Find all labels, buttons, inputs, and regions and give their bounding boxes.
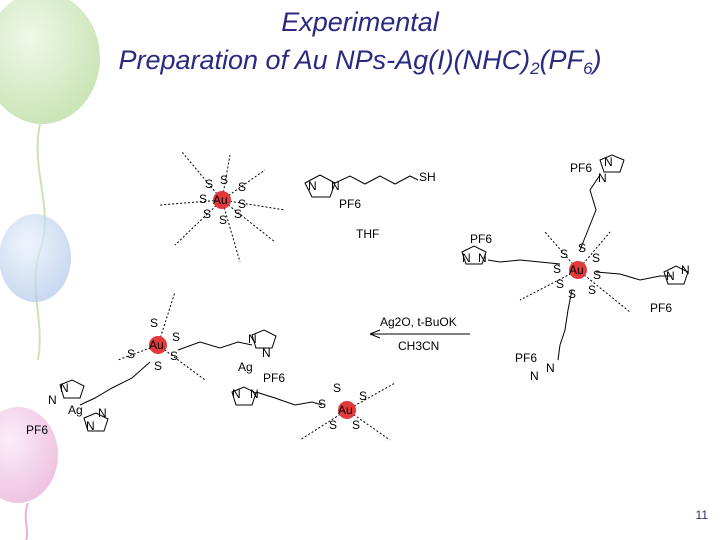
n-label: N (86, 419, 95, 433)
s-label: S (127, 347, 135, 361)
pf6-label: PF6 (650, 301, 672, 315)
n-label: N (331, 179, 340, 193)
title-subscript-6: 6 (583, 59, 593, 78)
s-label: S (205, 177, 213, 191)
slide-subtitle: Preparation of Au NPs-Ag(I)(NHC)2(PF6) (0, 44, 720, 78)
solvent-ch3cn: CH3CN (398, 339, 439, 353)
au-atom-icon (213, 191, 231, 209)
n-label: N (530, 369, 539, 383)
ag-label: Ag (68, 403, 83, 417)
reagent-ag2o-tbuok: Ag2O, t-BuOK (380, 315, 457, 329)
pf6-label: PF6 (515, 351, 537, 365)
n-label: N (248, 332, 257, 346)
pf6-label: PF6 (263, 371, 285, 385)
s-label: S (352, 418, 360, 432)
s-label: S (560, 247, 568, 261)
s-label: S (203, 207, 211, 221)
title-mid: (PF (539, 45, 584, 75)
pf6-label: PF6 (470, 232, 492, 246)
pf6-label: PF6 (570, 161, 592, 175)
n-label: N (604, 155, 613, 169)
title-subscript-2: 2 (530, 59, 540, 78)
s-label: S (170, 349, 178, 363)
s-label: S (556, 277, 564, 291)
s-label: S (234, 207, 242, 221)
title-end: ) (592, 45, 602, 75)
au-atom-icon (569, 261, 587, 279)
n-label: N (681, 263, 690, 277)
s-label: S (578, 241, 586, 255)
s-label: S (238, 197, 246, 211)
n-label: N (666, 269, 675, 283)
s-label: S (592, 251, 600, 265)
ag-label: Ag (238, 360, 253, 374)
s-label: S (553, 262, 561, 276)
pf6-label: PF6 (339, 197, 361, 211)
n-label: N (48, 393, 57, 407)
slide-title: Experimental (0, 6, 720, 38)
au-label: Au (569, 263, 584, 277)
s-label: S (333, 381, 341, 395)
s-label: S (593, 268, 601, 282)
title-line-1: Experimental (281, 7, 439, 37)
n-label: N (598, 171, 607, 185)
au-label: Au (338, 403, 353, 417)
au-label: Au (213, 193, 228, 207)
n-label: N (262, 346, 271, 360)
n-label: N (250, 387, 259, 401)
s-label: S (588, 283, 596, 297)
s-label: S (219, 213, 227, 227)
au-atom-icon (149, 336, 167, 354)
s-label: S (329, 418, 337, 432)
s-label: S (150, 316, 158, 330)
s-label: S (220, 173, 228, 187)
page-number: 11 (695, 508, 708, 522)
n-label: N (232, 387, 241, 401)
s-label: S (238, 180, 246, 194)
pf6-label: PF6 (26, 423, 48, 437)
title-prefix: Preparation of Au NPs-Ag(I)(NHC) (118, 45, 531, 75)
au-atom-icon (338, 401, 356, 419)
s-label: S (154, 359, 162, 373)
n-label: N (308, 179, 317, 193)
n-label: N (546, 361, 555, 375)
sh-label: SH (419, 170, 436, 184)
balloon-pink-icon (0, 407, 58, 540)
s-label: S (359, 389, 367, 403)
n-label: N (478, 251, 487, 265)
solvent-thf: THF (356, 227, 379, 241)
s-label: S (199, 192, 207, 206)
s-label: S (172, 330, 180, 344)
n-label: N (462, 251, 471, 265)
s-label: S (318, 397, 326, 411)
balloon-blue-icon (0, 214, 71, 302)
s-label: S (568, 287, 576, 301)
n-label: N (60, 381, 69, 395)
n-label: N (98, 406, 107, 420)
au-label: Au (149, 338, 164, 352)
